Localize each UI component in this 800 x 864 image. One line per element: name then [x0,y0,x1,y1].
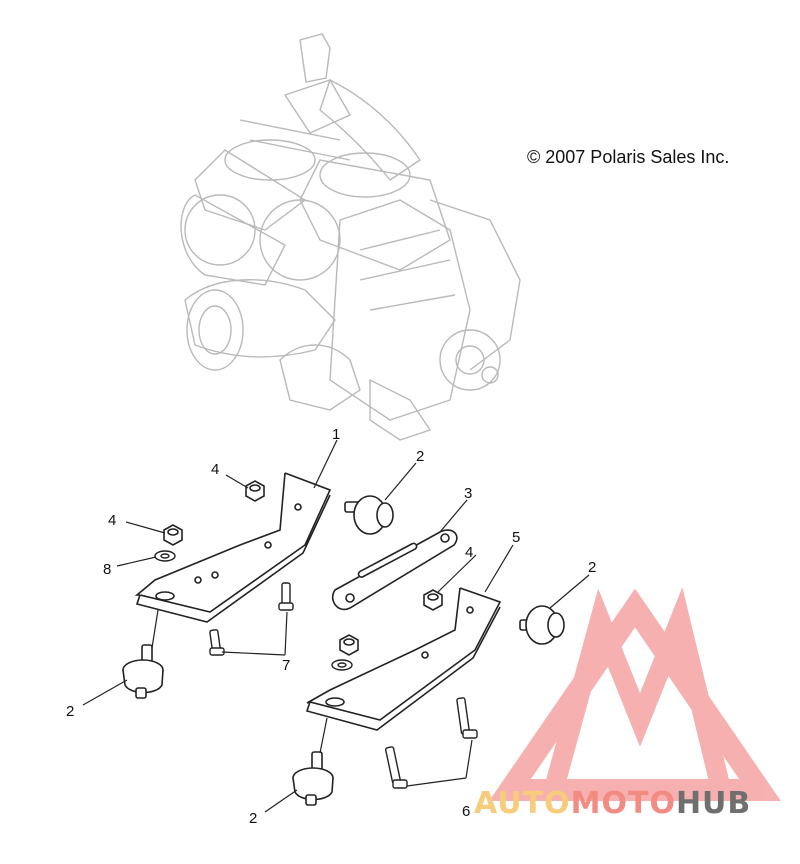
rubber-mount-bottom-right [292,751,334,806]
callout-3: 3 [464,485,472,502]
callout-4: 4 [211,461,219,478]
washer-part8 [154,550,353,671]
callout-4: 4 [465,544,473,561]
callout-2: 2 [416,448,424,465]
callout-2: 2 [249,810,257,827]
rubber-mount-top-left [344,495,394,535]
bolt-part6 [385,697,478,789]
bracket-left-part1 [134,472,332,623]
plate-part3 [331,529,458,611]
watermark-moto: MOTO [570,786,676,821]
callout-5: 5 [512,529,520,546]
leader-lines [82,439,590,813]
callout-7: 7 [282,657,290,674]
callout-labels: 1 2 2 2 2 3 4 4 4 5 6 7 8 [66,426,596,827]
callout-6: 6 [462,803,470,820]
callout-2: 2 [588,559,596,576]
nut-part4 [163,480,443,656]
bracket-right-part5 [305,587,502,731]
watermark-text: AUTOMOTOHUB [474,786,751,821]
watermark-auto: AUTO [474,786,571,821]
rubber-mount-bottom-left [122,644,164,699]
rubber-mount-top-right [519,605,565,645]
callout-8: 8 [103,561,111,578]
watermark-logo-icon [489,587,781,801]
callout-2: 2 [66,703,74,720]
copyright-text: © 2007 Polaris Sales Inc. [527,147,730,167]
watermark-hub: HUB [675,786,752,821]
bolt-part7 [209,582,294,656]
callout-1: 1 [332,426,340,443]
engine-illustration [180,33,521,441]
callout-4: 4 [108,512,116,529]
